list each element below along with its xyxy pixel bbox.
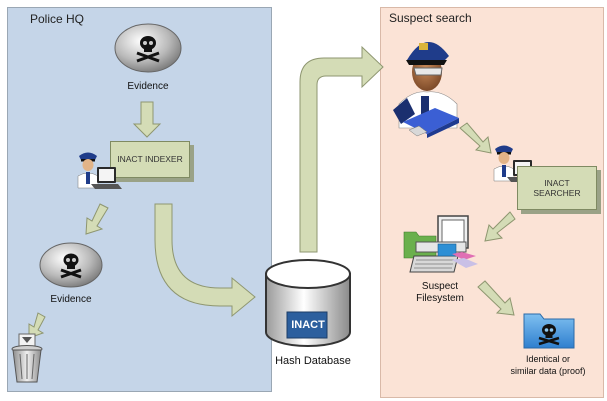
skull-icon (60, 253, 82, 279)
searcher-label-line1: INACT (544, 177, 570, 188)
trash-can-icon (11, 333, 43, 383)
evidence-disc-bottom-icon (39, 242, 103, 288)
usb-drive-icon (403, 108, 459, 138)
hash-database-label: Hash Database (275, 355, 351, 367)
arrow-evidence-to-indexer (132, 101, 162, 138)
skull-icon (136, 36, 160, 63)
arrow-indexer-to-evidence (85, 203, 109, 235)
evidence-label-top: Evidence (127, 81, 169, 92)
arrow-evidence-to-trash (28, 312, 46, 339)
arrow-database-to-suspect (299, 45, 384, 253)
hash-database-icon (265, 259, 351, 347)
evidence-disc-icon (114, 23, 182, 73)
inact-indexer-box: INACT INDEXER (110, 141, 190, 178)
result-label-line1: Identical or (525, 354, 571, 364)
laptop-icon (91, 167, 122, 189)
skull-icon (538, 324, 560, 346)
database-logo: INACT (291, 319, 325, 331)
arrow-indexer-to-database (154, 203, 256, 318)
suspect-label-line1: Suspect (421, 281, 459, 292)
evidence-label-bottom: Evidence (50, 294, 92, 305)
officer-laptop-icon (77, 152, 122, 189)
arrow-officer-to-searcher (459, 122, 492, 154)
arrow-searcher-to-filesystem (484, 211, 516, 242)
result-label-line2: similar data (proof) (510, 366, 586, 376)
searcher-label-line2: SEARCHER (533, 188, 581, 198)
inact-searcher-box: INACT SEARCHER (517, 166, 597, 210)
suspect-filesystem-icon (403, 215, 478, 273)
proof-folder-icon (523, 313, 575, 349)
suspect-label-line2: Filesystem (416, 293, 464, 304)
police-officer-usb-icon (393, 41, 459, 138)
suspect-search-title: Suspect search (389, 11, 472, 25)
arrow-filesystem-to-result (477, 280, 515, 316)
police-hq-title: Police HQ (30, 12, 85, 26)
